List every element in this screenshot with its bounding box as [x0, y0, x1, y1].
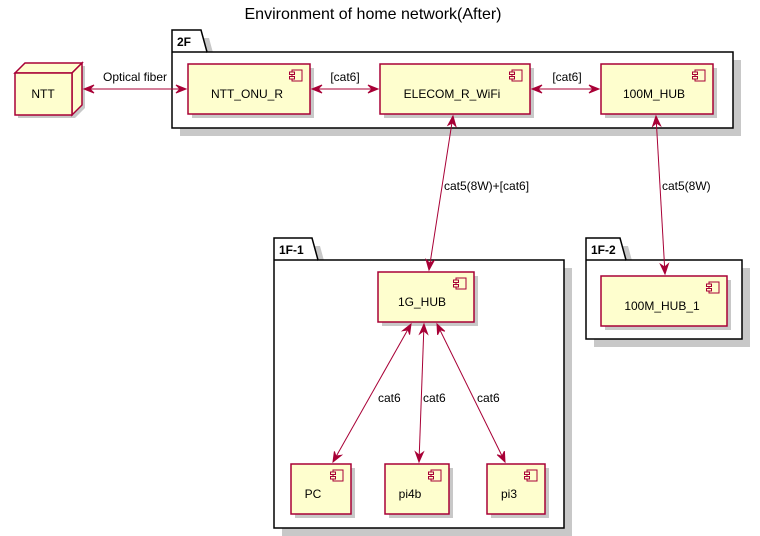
- component-label-100m-hub-1: 100M_HUB_1: [624, 299, 700, 313]
- edge-1g-hub-pc: cat6: [332, 322, 412, 464]
- component-label-1g-hub: 1G_HUB: [398, 295, 446, 309]
- node-label-ntt: NTT: [31, 87, 55, 101]
- edge-elecom-100m-hub: [cat6]: [530, 70, 601, 94]
- component-elecom-r-wifi: ELECOM_R_WiFi: [379, 63, 534, 118]
- package-label-2f: 2F: [177, 35, 191, 49]
- diagram-title: Environment of home network(After): [245, 6, 502, 23]
- component-label-ntt-onu-r: NTT_ONU_R: [211, 87, 283, 101]
- edge-1g-hub-pi3: cat6: [436, 322, 506, 464]
- edge-ntt-onu: Optical fiber: [82, 70, 188, 94]
- node-ntt: NTT: [13, 61, 85, 118]
- edge-label-elecom-1g-hub: cat5(8W)+[cat6]: [444, 179, 529, 193]
- edge-1g-hub-pi4b: cat6: [414, 322, 446, 464]
- component-100m-hub: 100M_HUB: [600, 63, 717, 118]
- component-1g-hub: 1G_HUB: [377, 271, 478, 326]
- edge-onu-elecom: [cat6]: [310, 70, 380, 94]
- edge-100m-hub-100m-hub-1: cat5(8W): [651, 114, 711, 276]
- package-label-1f-1: 1F-1: [279, 243, 304, 257]
- component-label-100m-hub: 100M_HUB: [623, 87, 685, 101]
- edge-label-onu-elecom: [cat6]: [330, 70, 359, 84]
- edge-label-ntt-onu: Optical fiber: [103, 70, 167, 84]
- edge-label-elecom-100m-hub: [cat6]: [552, 70, 581, 84]
- edge-elecom-1g-hub: cat5(8W)+[cat6]: [425, 114, 529, 272]
- component-pi4b: pi4b: [384, 463, 453, 518]
- package-label-1f-2: 1F-2: [591, 243, 616, 257]
- component-label-elecom-r-wifi: ELECOM_R_WiFi: [404, 87, 501, 101]
- edge-label-1g-hub-pi4b: cat6: [423, 391, 446, 405]
- edge-label-1g-hub-pc: cat6: [378, 391, 401, 405]
- edge-label-100m-hub-100m-hub-1: cat5(8W): [662, 179, 711, 193]
- edge-label-1g-hub-pi3: cat6: [477, 391, 500, 405]
- component-label-pc: PC: [305, 487, 322, 501]
- component-label-pi4b: pi4b: [399, 487, 422, 501]
- component-label-pi3: pi3: [501, 487, 517, 501]
- component-pc: PC: [290, 463, 355, 518]
- component-ntt-onu-r: NTT_ONU_R: [187, 63, 314, 118]
- component-100m-hub-1: 100M_HUB_1: [600, 275, 731, 330]
- component-pi3: pi3: [486, 463, 549, 518]
